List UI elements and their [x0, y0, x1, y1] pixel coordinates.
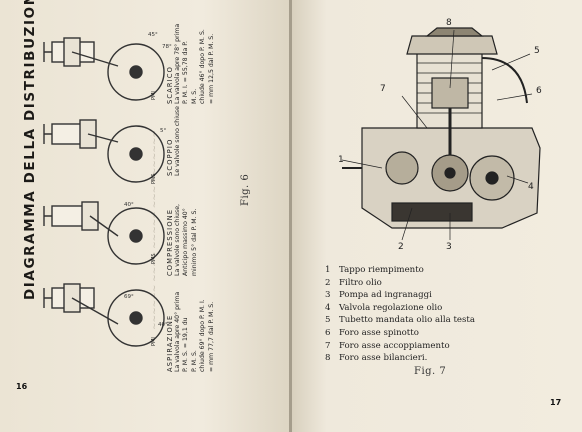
pm-label: PMI: [151, 337, 157, 346]
phase-line: La valvola apre 78° prima: [174, 23, 181, 104]
pm-label: PMS: [151, 253, 157, 264]
phase-drawing-compressione: [43, 201, 165, 265]
phase-aspirazione: ASPIRAZIONE La valvola apre 40° prima P.…: [166, 292, 216, 372]
phase-drawing-aspirazione: [43, 283, 165, 347]
page-number: 17: [550, 398, 562, 407]
distribution-diagram: 45° 78° 40° 69° 5° 40°: [43, 32, 172, 347]
phase-line: chiude 46° dopo P. M. S.: [199, 29, 207, 104]
angle-label: 5°: [160, 128, 166, 134]
angle-label: 45°: [148, 32, 158, 38]
left-page: ~~~~~~ ~~~~ ~~~~~ ~~~ ~~~~~~~ DIAGRAMMA …: [0, 0, 290, 432]
callout-4: 4: [528, 182, 534, 192]
phase-line: P. M. S. = 19,1 du: [182, 317, 190, 372]
callout-8: 8: [446, 18, 452, 28]
phase-heading: ASPIRAZIONE: [166, 314, 174, 372]
phase-line: Anticipo massimo 40°: [182, 208, 190, 276]
phase-line: P. M. S.: [190, 350, 198, 372]
page-number: 16: [16, 382, 28, 391]
phase-line: M. S.: [190, 88, 198, 104]
callout-5: 5: [534, 46, 540, 56]
book-gutter: [289, 0, 293, 432]
callout-7: 7: [380, 84, 386, 94]
phase-drawing-scoppio: [43, 119, 165, 183]
phase-line: = mm 12,5 dal P. M. S.: [207, 33, 215, 104]
engine-cutaway-drawing: [341, 27, 541, 241]
angle-label: 40°: [158, 322, 168, 328]
callout-2: 2: [398, 242, 404, 252]
phase-scarico: SCARICO La valvola apre 78° prima P. M. …: [166, 24, 216, 104]
phase-heading: SCARICO: [166, 65, 174, 104]
phase-line: = mm 77,7 dal P. M. S.: [207, 301, 215, 372]
angle-label: 69°: [124, 294, 134, 300]
phase-line: La valvola apre 40° prima: [174, 291, 181, 372]
phase-scoppio: SCOPPIO Le valvole sono chiuse: [166, 106, 182, 176]
page-title: DIAGRAMMA DELLA DISTRIBUZIONE: [22, 0, 38, 300]
phase-heading: SCOPPIO: [166, 138, 174, 176]
phase-line: chiude 69° dopo P. M. I.: [199, 299, 207, 372]
angle-label: 78°: [162, 44, 172, 50]
figure-caption: Fig. 6: [240, 173, 251, 206]
callout-3: 3: [446, 242, 452, 252]
angle-label: 40°: [124, 202, 134, 208]
figure-caption: Fig. 7: [414, 366, 447, 377]
callout-1: 1: [338, 155, 344, 165]
pm-label: PMI: [151, 91, 157, 100]
phase-drawing-scarico: [43, 37, 165, 101]
callout-6: 6: [536, 86, 542, 96]
phase-line: P. M. I. = 55,78 da P.: [182, 41, 190, 104]
phase-compressione: COMPRESSIONE La valvole sono chiuse, Ant…: [166, 204, 199, 276]
phase-line: Le valvole sono chiuse: [174, 106, 181, 176]
phase-line: minimo 5° dal P. M. S.: [190, 208, 198, 276]
phase-heading: COMPRESSIONE: [166, 208, 174, 276]
pm-label: PMS: [151, 173, 157, 184]
